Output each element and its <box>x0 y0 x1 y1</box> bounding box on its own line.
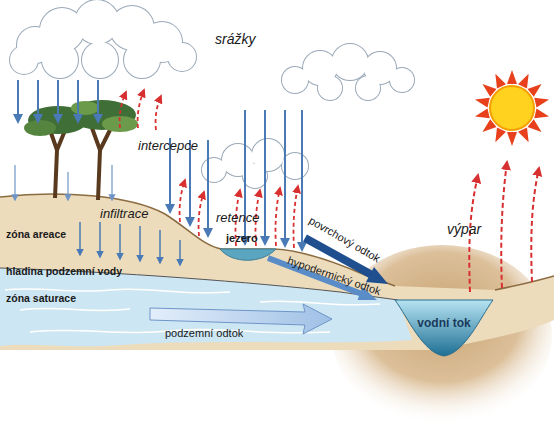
lake <box>220 249 276 260</box>
evaporation-arrow <box>294 186 299 248</box>
rain-arrow <box>97 80 99 122</box>
infiltration-arrow <box>139 226 141 261</box>
precipitation-arrows <box>18 80 98 122</box>
flow-label: podzemní odtok <box>165 327 243 339</box>
infiltration-arrow <box>119 224 121 259</box>
cloud <box>10 0 196 78</box>
infiltration-arrow <box>179 240 181 265</box>
rain-arrow <box>37 80 39 122</box>
wave-line <box>260 301 380 305</box>
cloud <box>282 44 414 100</box>
throughfall-arrow <box>67 172 68 200</box>
feature-label: jezero <box>226 232 258 244</box>
zone-label: zóna saturace <box>6 293 76 305</box>
river-label: vodní tok <box>395 316 493 330</box>
tree-crown <box>24 120 56 136</box>
river-water <box>395 300 493 356</box>
infiltration-arrows <box>80 222 180 265</box>
evaporation-arrow <box>276 188 281 246</box>
sun-rays <box>474 70 550 146</box>
process-label: infiltrace <box>100 207 148 221</box>
rain-arrow <box>17 80 19 122</box>
rain-arrow <box>77 80 79 122</box>
rain-arrow <box>57 80 59 122</box>
retention-evaporation <box>180 180 298 248</box>
tree-trunk <box>50 128 66 198</box>
process-label: intercepce <box>138 139 198 153</box>
tree-trunk <box>92 126 112 200</box>
throughfall-arrow <box>111 165 112 200</box>
evaporation-arrow <box>501 162 507 288</box>
throughfall-arrows <box>15 165 112 200</box>
trees <box>24 100 138 200</box>
infiltration-arrow <box>99 222 101 257</box>
rain-arrow <box>207 140 209 236</box>
tree-crown <box>71 101 99 115</box>
zone-label: hladina podzemní vody <box>6 266 122 278</box>
sun-disc <box>490 86 534 130</box>
wave-line <box>20 308 130 310</box>
rain-arrow <box>264 110 266 244</box>
process-label: srážky <box>215 32 255 47</box>
evaporation-arrow <box>120 92 126 128</box>
cloud <box>202 139 308 188</box>
infiltration-arrow <box>159 230 161 263</box>
evaporation-arrow <box>138 90 144 128</box>
sun <box>474 70 550 146</box>
process-label: retence <box>216 211 259 225</box>
process-label: výpar <box>447 222 481 237</box>
evaporation-arrow <box>180 180 185 222</box>
evaporation-arrow <box>199 192 204 236</box>
rain-arrow <box>284 110 286 246</box>
rain-arrow <box>301 110 303 250</box>
evaporation-arrow <box>156 96 161 130</box>
interception-evaporation <box>120 90 161 130</box>
river-node: vodní tok <box>395 298 493 358</box>
zone-label: zóna areace <box>6 229 66 241</box>
retention-rain <box>170 110 302 250</box>
throughfall-arrow <box>14 165 15 200</box>
evaporation-arrow <box>531 168 539 282</box>
infiltration-arrow <box>79 222 81 255</box>
